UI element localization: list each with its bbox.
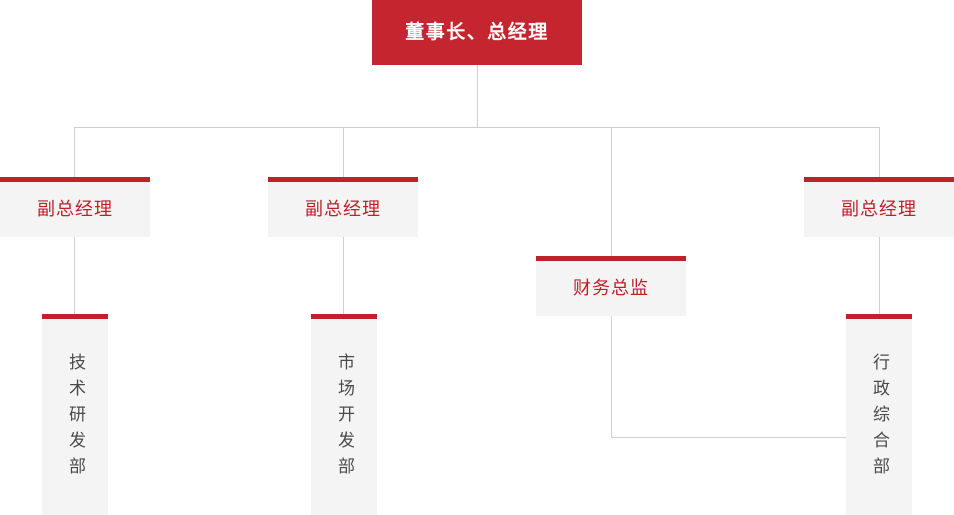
connector-bus-to-deputy-left (74, 127, 75, 177)
connector-bus-horizontal (74, 127, 880, 128)
node-department-market[interactable]: 市场开发部 (311, 314, 377, 515)
node-chief-financial-officer[interactable]: 财务总监 (536, 256, 686, 316)
node-chairman-general-manager[interactable]: 董事长、总经理 (372, 0, 582, 65)
node-label-department-admin: 行政综合部 (869, 353, 890, 483)
connector-deputy-middle-to-dept-market (343, 237, 344, 314)
connector-bus-to-deputy-middle (343, 127, 344, 177)
node-department-rd[interactable]: 技术研发部 (42, 314, 108, 515)
node-label-chief-financial-officer: 财务总监 (573, 277, 649, 299)
connector-bus-to-cfo (611, 127, 612, 256)
node-deputy-general-manager-middle[interactable]: 副总经理 (268, 177, 418, 237)
node-deputy-general-manager-left[interactable]: 副总经理 (0, 177, 150, 237)
node-deputy-general-manager-right[interactable]: 副总经理 (804, 177, 954, 237)
node-label-department-rd: 技术研发部 (65, 353, 86, 483)
connector-root-down (477, 65, 478, 127)
node-label-department-market: 市场开发部 (334, 353, 355, 483)
connector-deputy-right-to-dept-admin (879, 237, 880, 314)
node-label-deputy-general-manager-left: 副总经理 (37, 198, 113, 220)
connector-bus-to-deputy-right (879, 127, 880, 177)
node-label-deputy-general-manager-right: 副总经理 (841, 198, 917, 220)
node-label-chairman-general-manager: 董事长、总经理 (405, 21, 549, 44)
node-label-deputy-general-manager-middle: 副总经理 (305, 198, 381, 220)
node-department-admin[interactable]: 行政综合部 (846, 314, 912, 515)
connector-deputy-left-to-dept-rd (74, 237, 75, 314)
connector-cfo-to-dept-admin (611, 437, 851, 438)
connector-cfo-down (611, 316, 612, 437)
